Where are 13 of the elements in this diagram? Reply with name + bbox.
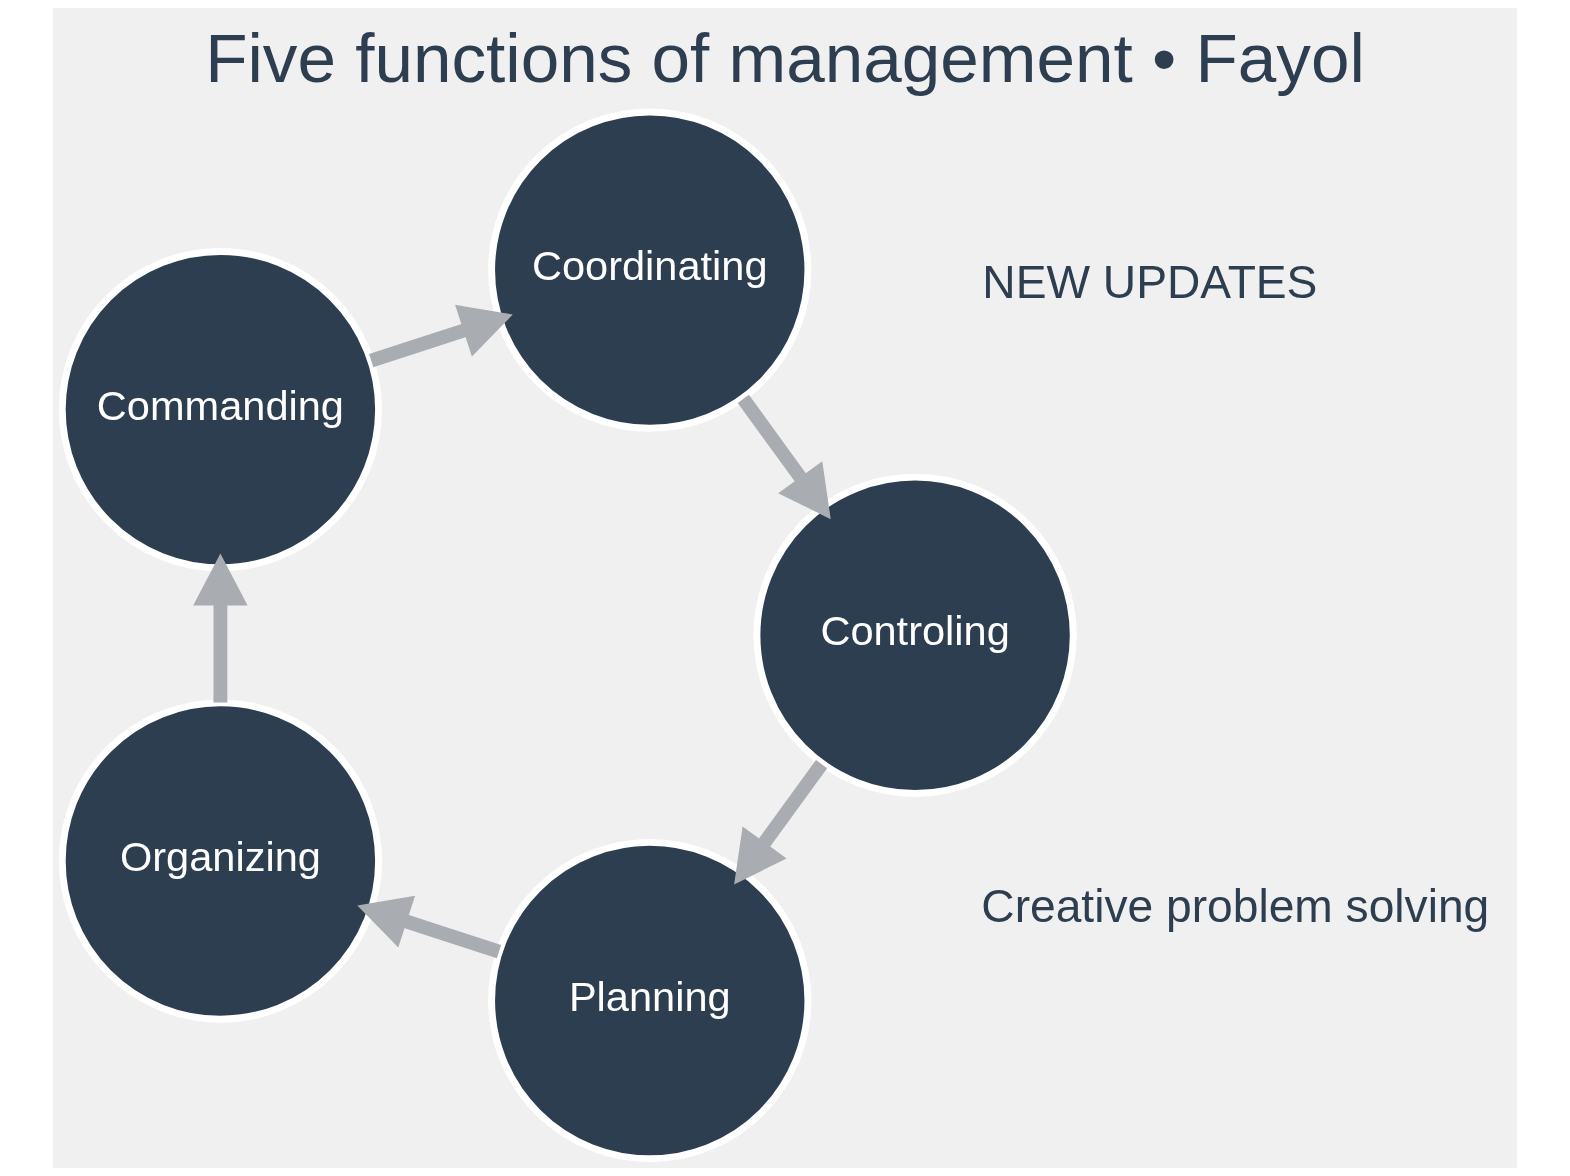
label: Creative problem solving [981, 879, 1490, 932]
arrow [737, 394, 831, 520]
node-circle: Controling [753, 473, 1077, 797]
diagram-title: Five functions of management • Fayol [205, 18, 1365, 97]
arrow [193, 553, 248, 703]
node-circle: Commanding [58, 247, 383, 572]
arrow [357, 895, 502, 959]
arrow [369, 304, 513, 368]
node-circle: Organizing [58, 699, 383, 1023]
node-circle: Planning [488, 838, 812, 1163]
node-circle: Coordinating [488, 108, 812, 432]
label: NEW UPDATES [982, 256, 1318, 309]
arrow [734, 760, 828, 885]
